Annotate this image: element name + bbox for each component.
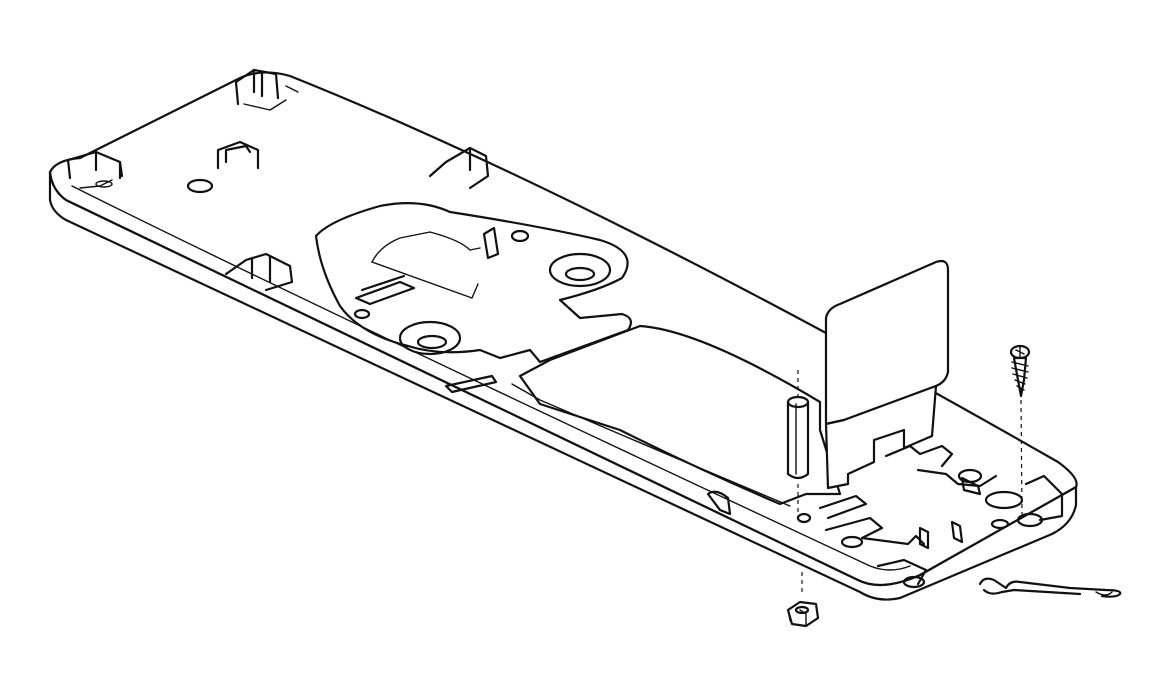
shield-plate xyxy=(824,259,950,490)
screw-axis xyxy=(1020,399,1023,515)
boss-right xyxy=(548,252,612,288)
base-tray-rim-line xyxy=(71,185,911,571)
base-tray xyxy=(48,68,1078,601)
clip-tab-2 xyxy=(428,146,490,190)
clip-tab-1 xyxy=(216,140,260,170)
surface-hole-2 xyxy=(510,229,530,243)
right-corner-boss xyxy=(876,474,1064,589)
slot-3 xyxy=(482,226,500,260)
wood-screw xyxy=(1009,344,1031,515)
rear-corner-tab xyxy=(234,68,299,111)
surface-hole-3 xyxy=(353,308,371,320)
clip-tab-3 xyxy=(224,252,294,292)
base-tray-top-surface xyxy=(48,71,1078,587)
hex-standoff xyxy=(786,370,810,520)
hex-nut xyxy=(786,572,820,628)
shield-plate-upright xyxy=(824,259,950,426)
left-corner-tab xyxy=(66,150,124,189)
surface-hole-1 xyxy=(186,178,214,194)
boss-left xyxy=(398,320,462,356)
shield-plate-bend xyxy=(824,384,938,490)
slot-1 xyxy=(354,274,416,306)
slot-2 xyxy=(444,374,498,394)
central-recess xyxy=(314,202,632,364)
retaining-wire xyxy=(978,577,1122,598)
